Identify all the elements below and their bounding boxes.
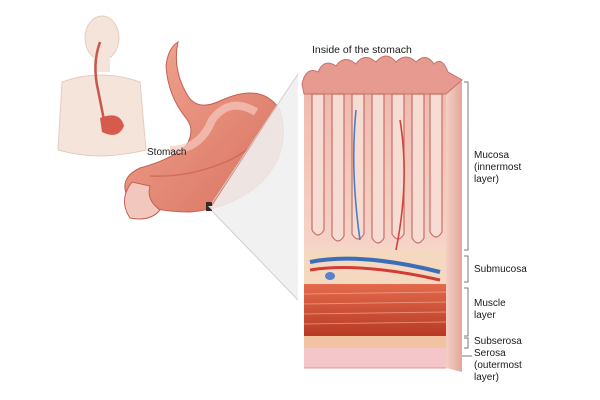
layer-label-muscle: Muscle layer [474,298,506,321]
serosa-layer [304,348,446,368]
body-silhouette [57,15,147,157]
layer-label-serosa: Serosa (outermost layer) [474,348,522,383]
tissue-block [301,55,463,372]
layer-label-submucosa: Submucosa [474,264,527,275]
layer-label-mucosa: Mucosa (innermost layer) [474,150,522,185]
inset-title: Inside of the stomach [312,44,412,56]
gastric-glands [311,93,443,244]
layer-brackets [462,81,472,357]
stomach-label: Stomach [147,147,187,158]
subserosa-layer [304,336,446,348]
projection-lines [208,73,299,301]
layer-label-subserosa: Subserosa [474,336,522,347]
